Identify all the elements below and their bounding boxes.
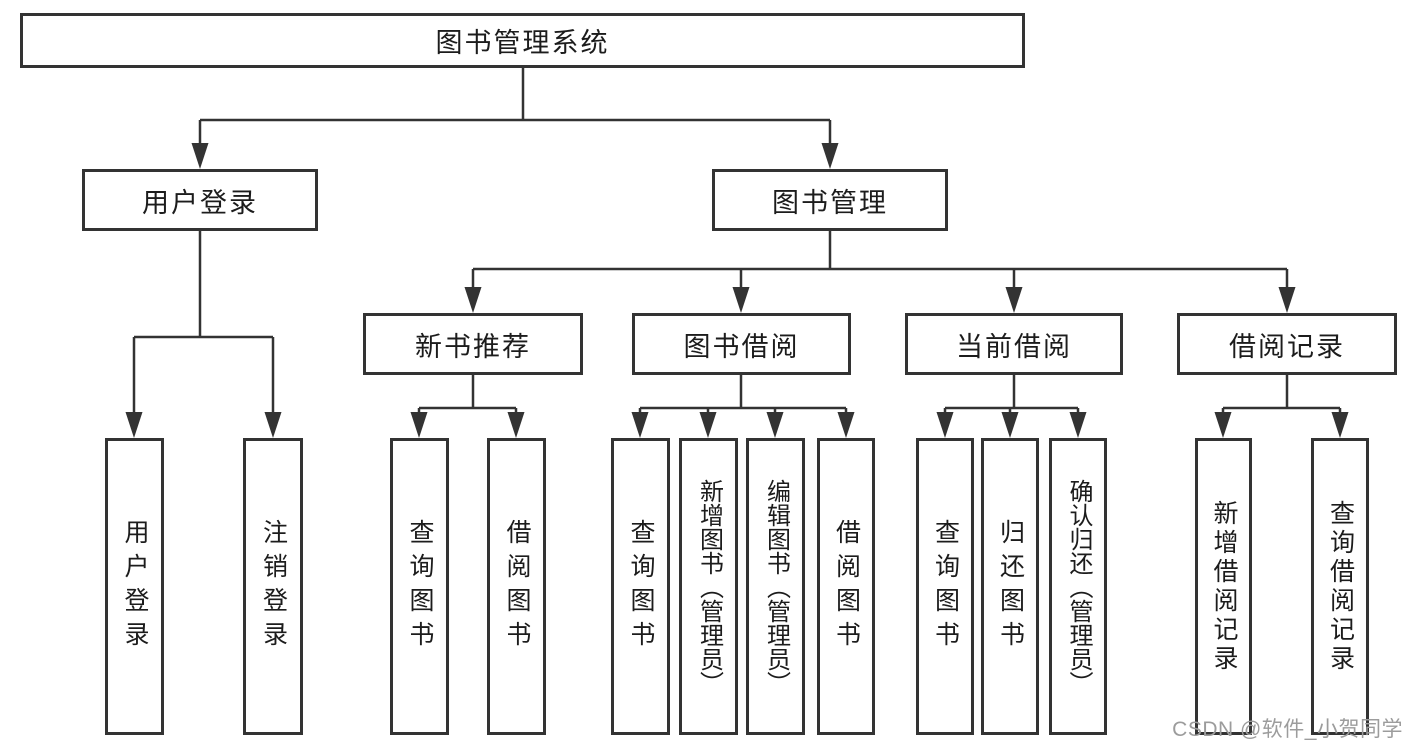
leaf-query-borrow-record-label: 查询借阅记录 xyxy=(1326,499,1355,674)
node-current-borrow: 当前借阅 xyxy=(905,313,1123,375)
node-book-borrow: 图书借阅 xyxy=(632,313,851,375)
node-borrow-record-label: 借阅记录 xyxy=(1229,331,1345,362)
leaf-add-borrow-record: 新增借阅记录 xyxy=(1195,438,1252,735)
leaf-user-login-label: 用户登录 xyxy=(121,518,149,655)
leaf-confirm-return-admin: 确认归还（管理员） xyxy=(1049,438,1107,735)
node-new-book-recommend-label: 新书推荐 xyxy=(415,331,531,362)
leaf-borrow-books: 借阅图书 xyxy=(817,438,875,735)
leaf-current-query-books: 查询图书 xyxy=(916,438,974,735)
node-new-book-recommend: 新书推荐 xyxy=(363,313,583,375)
leaf-borrow-query-books: 查询图书 xyxy=(611,438,670,735)
leaf-user-login: 用户登录 xyxy=(105,438,164,735)
node-current-borrow-label: 当前借阅 xyxy=(956,331,1072,362)
node-user-login-label: 用户登录 xyxy=(142,187,258,218)
node-user-login: 用户登录 xyxy=(82,169,318,231)
node-book-management: 图书管理 xyxy=(712,169,948,231)
leaf-return-books: 归还图书 xyxy=(981,438,1039,735)
leaf-logout-label: 注销登录 xyxy=(259,518,288,655)
node-root-system: 图书管理系统 xyxy=(20,13,1025,68)
node-borrow-record: 借阅记录 xyxy=(1177,313,1397,375)
leaf-query-borrow-record: 查询借阅记录 xyxy=(1311,438,1369,735)
leaf-edit-books-admin: 编辑图书（管理员） xyxy=(746,438,805,735)
node-root-system-label: 图书管理系统 xyxy=(435,28,610,58)
leaf-add-borrow-record-label: 新增借阅记录 xyxy=(1210,499,1238,674)
leaf-current-query-books-label: 查询图书 xyxy=(931,518,960,655)
csdn-watermark: CSDN @软件_小贺同学 xyxy=(1172,718,1403,741)
leaf-add-books-admin: 新增图书（管理员） xyxy=(679,438,738,735)
node-book-management-label: 图书管理 xyxy=(772,187,888,218)
leaf-borrow-books-label: 借阅图书 xyxy=(832,518,861,655)
leaf-return-books-label: 归还图书 xyxy=(996,518,1025,655)
leaf-recommend-query-books: 查询图书 xyxy=(390,438,449,735)
leaf-add-books-admin-label: 新增图书（管理员） xyxy=(695,478,723,695)
node-book-borrow-label: 图书借阅 xyxy=(683,331,800,362)
leaf-recommend-borrow-books-label: 借阅图书 xyxy=(503,518,531,655)
leaf-logout: 注销登录 xyxy=(243,438,303,735)
leaf-borrow-query-books-label: 查询图书 xyxy=(627,518,655,655)
leaf-edit-books-admin-label: 编辑图书（管理员） xyxy=(762,478,790,695)
leaf-recommend-query-books-label: 查询图书 xyxy=(406,518,434,655)
leaf-confirm-return-admin-label: 确认归还（管理员） xyxy=(1065,478,1092,695)
leaf-recommend-borrow-books: 借阅图书 xyxy=(487,438,546,735)
